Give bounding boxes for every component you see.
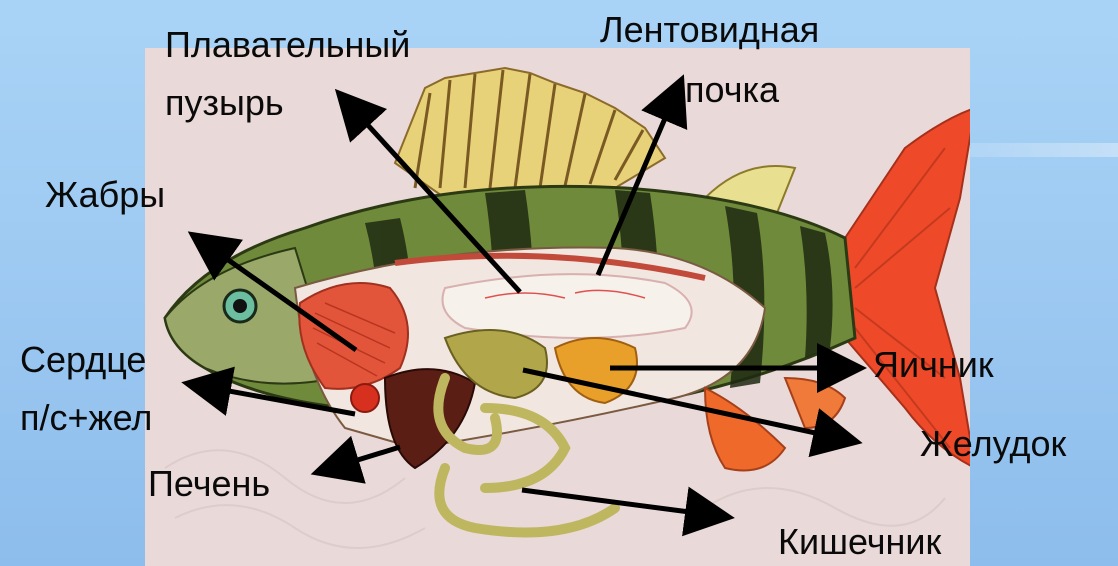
label-heart-line1: Сердце [20, 340, 146, 380]
label-stomach: Желудок [920, 424, 1066, 464]
label-kidney-line2: почка [685, 70, 779, 110]
label-swim-bladder-line2: пузырь [165, 83, 284, 123]
arrow-intestine [522, 490, 720, 516]
label-intestine: Кишечник [778, 522, 941, 562]
arrow-liver [325, 447, 400, 470]
label-gills: Жабры [45, 175, 165, 215]
arrow-gills [200, 240, 356, 350]
label-liver: Печень [148, 464, 270, 504]
arrow-stomach [523, 370, 848, 440]
arrow-heart [196, 385, 355, 414]
arrow-swim-bladder [345, 100, 520, 292]
label-ovary: Яичник [873, 345, 994, 385]
arrow-kidney [598, 88, 678, 275]
label-swim-bladder-line1: Плавательный [165, 25, 410, 65]
label-kidney-line1: Лентовидная [600, 10, 819, 50]
label-heart-line2: п/с+жел [20, 398, 152, 438]
